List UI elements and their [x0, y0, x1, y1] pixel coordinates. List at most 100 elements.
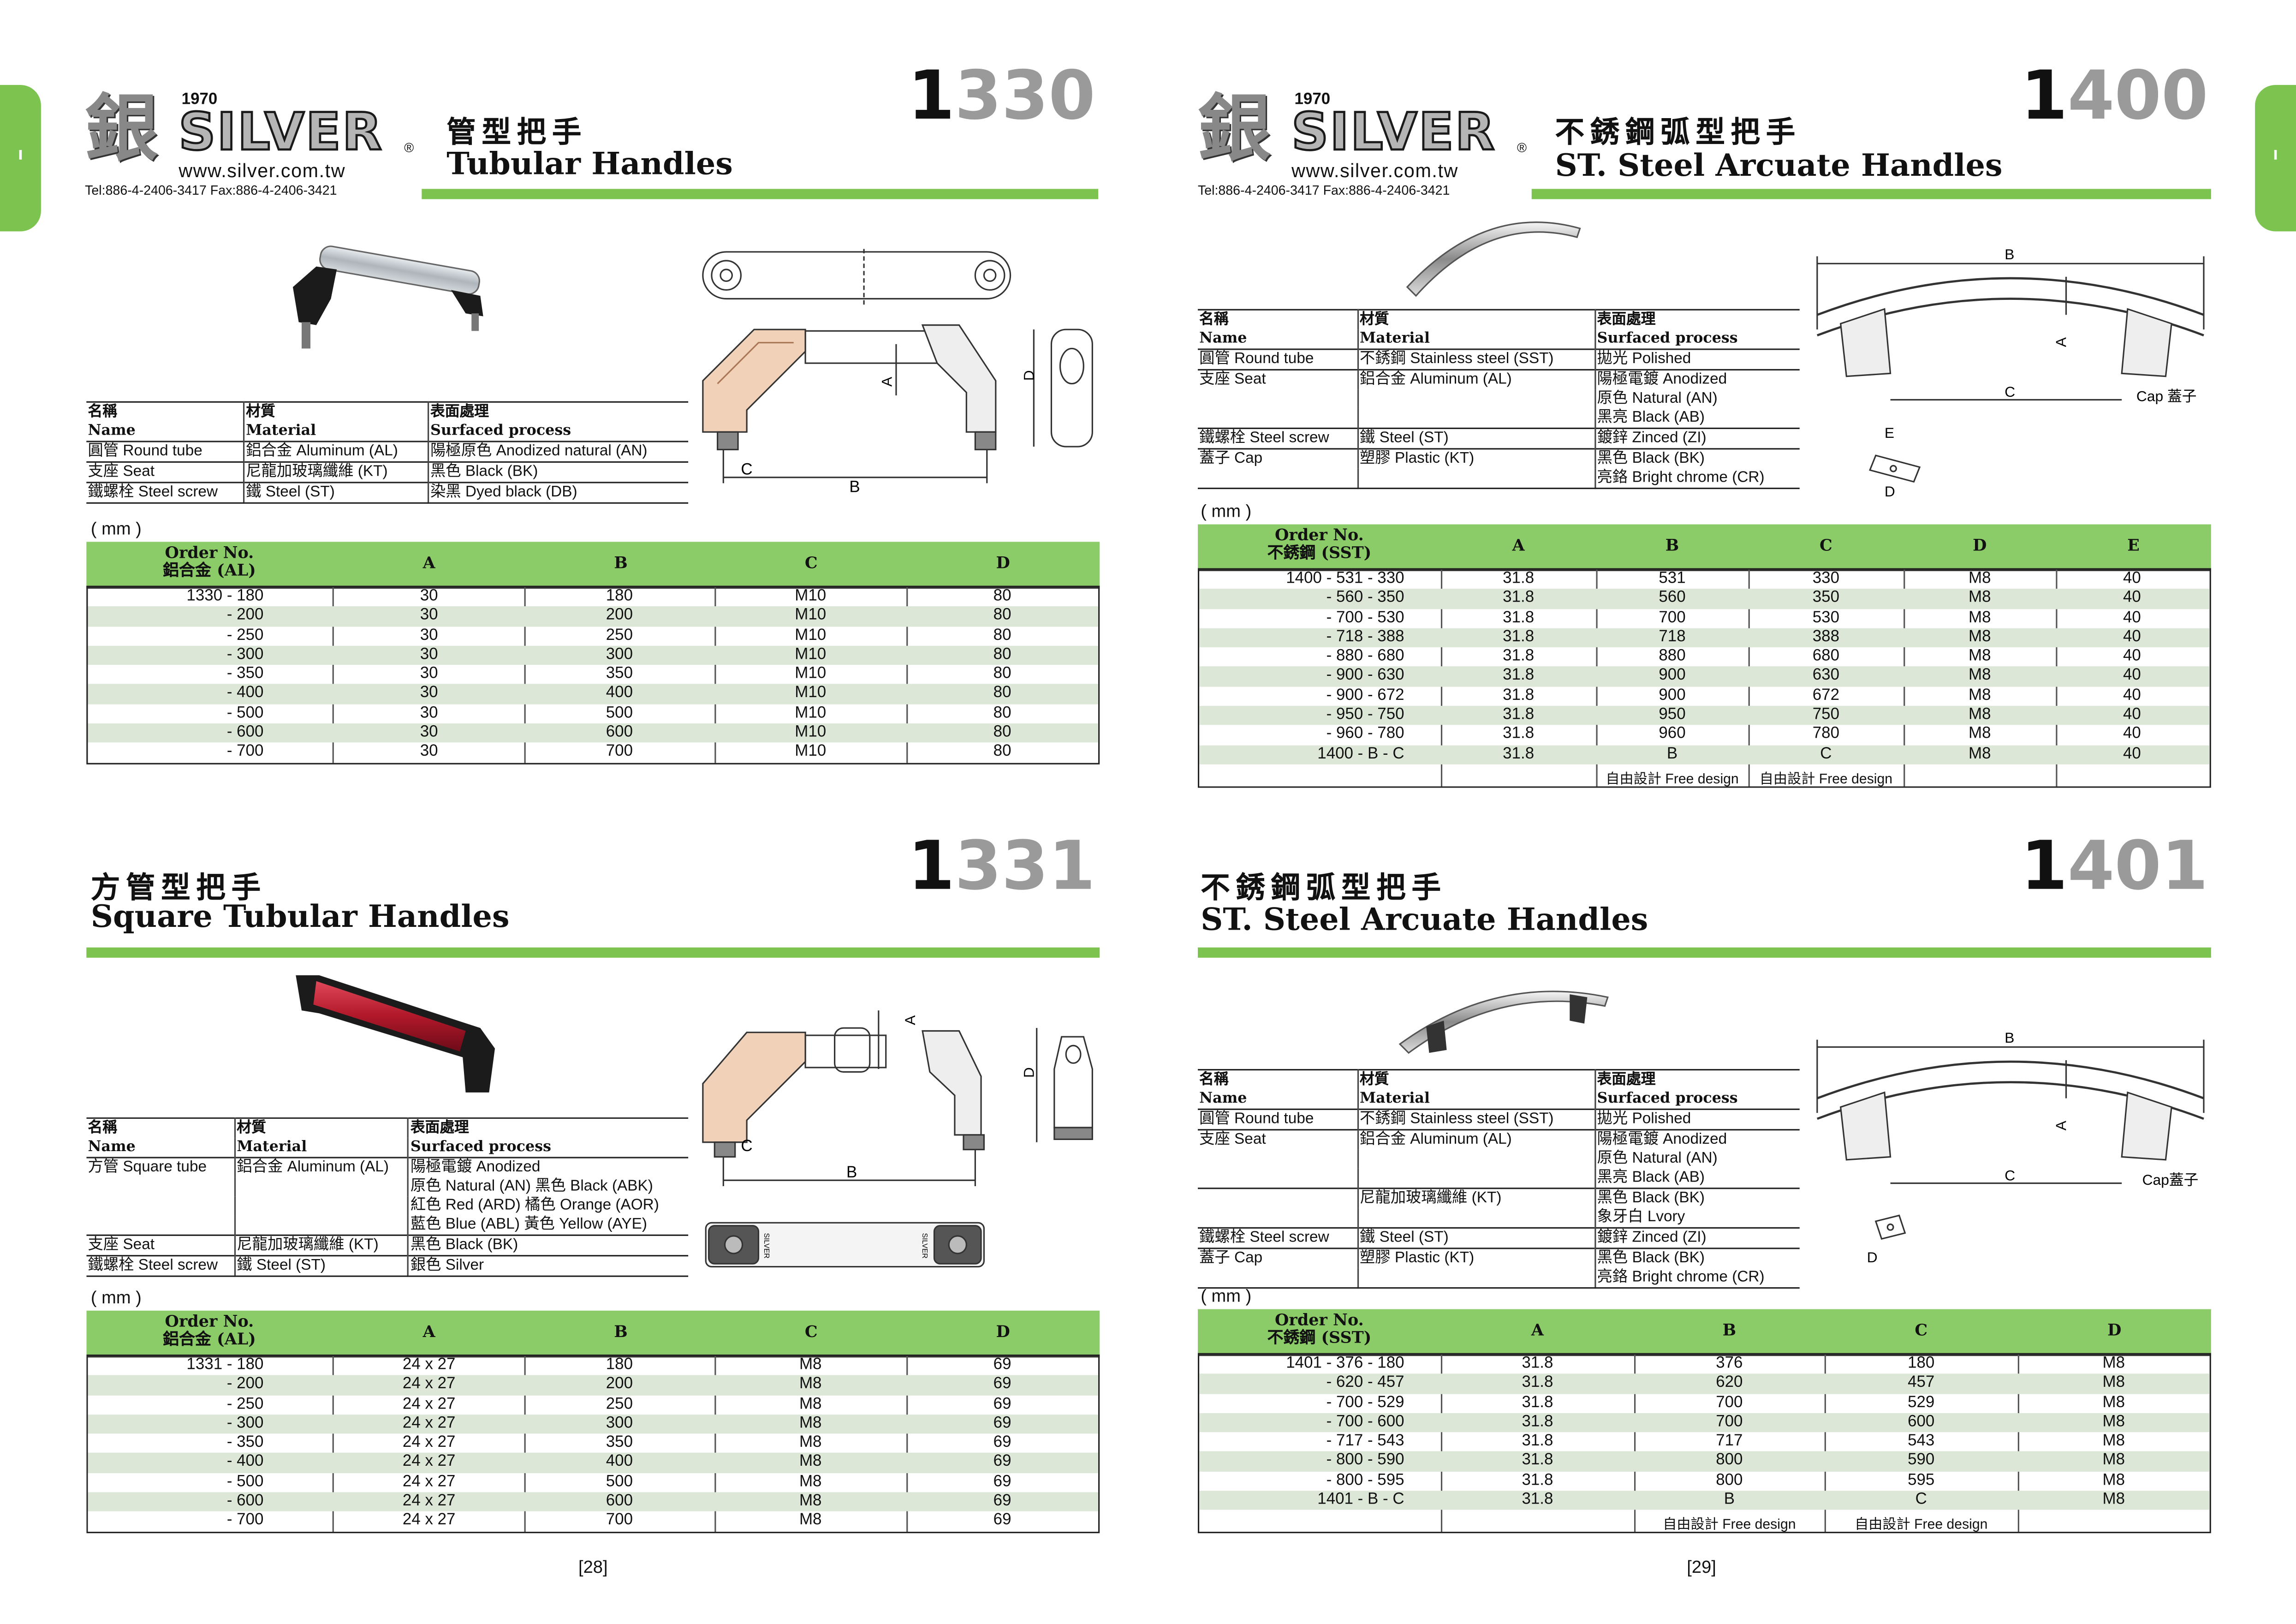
value-cell: 30	[420, 723, 438, 741]
brand-name: SILVER	[178, 104, 383, 163]
value-cell: M8	[1968, 725, 1991, 743]
side-tab-left[interactable]: I	[0, 85, 41, 232]
free-design-note-b: 自由設計 Free design	[1606, 771, 1739, 788]
cap-label: Cap 蓋子	[2136, 388, 2197, 405]
value-cell: 31.8	[1522, 1374, 1553, 1392]
value-cell: 40	[2123, 706, 2141, 724]
value-cell: 31.8	[1522, 1471, 1553, 1489]
value-cell: 80	[993, 606, 1011, 625]
value-cell: 600	[606, 1492, 633, 1510]
order-number-cell: - 500	[226, 704, 264, 722]
value-cell: C	[1820, 745, 1832, 763]
unit-label: ( mm )	[90, 518, 142, 539]
value-cell: 620	[1716, 1374, 1743, 1392]
title-en-1401: ST. Steel Arcuate Handles	[1201, 901, 1648, 937]
value-cell: M10	[795, 587, 827, 605]
order-number-cell: - 300	[226, 645, 264, 663]
order-number-cell: 1331 - 180	[186, 1356, 264, 1374]
value-cell: M10	[795, 645, 827, 663]
dim-label-c: C	[741, 460, 752, 478]
drawing-1331: A B C D SILVER SILVER	[702, 1010, 1093, 1268]
value-cell: 600	[1908, 1413, 1935, 1431]
value-cell: M10	[795, 665, 827, 683]
dim-label-c: C	[741, 1137, 752, 1155]
order-number-cell: - 717 - 543	[1326, 1432, 1404, 1450]
value-cell: M8	[1968, 686, 1991, 705]
value-cell: 31.8	[1522, 1491, 1553, 1509]
unit-label: ( mm )	[1201, 1285, 1252, 1307]
value-cell: M8	[2102, 1432, 2125, 1450]
value-cell: 31.8	[1503, 667, 1535, 685]
value-cell: 950	[1659, 706, 1686, 724]
value-cell: M8	[1968, 569, 1991, 587]
value-cell: 24 x 27	[402, 1414, 456, 1432]
value-cell: 350	[1812, 589, 1840, 607]
section-number-1330: 1330	[908, 55, 1095, 135]
value-cell: M8	[2102, 1374, 2125, 1392]
value-cell: 672	[1812, 686, 1840, 705]
value-cell: 31.8	[1503, 628, 1535, 646]
order-number-cell: - 600	[226, 723, 264, 741]
order-number-cell: - 200	[226, 606, 264, 625]
value-cell: 31.8	[1503, 706, 1535, 724]
value-cell: M8	[1968, 706, 1991, 724]
value-cell: 543	[1908, 1432, 1935, 1450]
value-cell: 560	[1659, 589, 1686, 607]
dim-label-c: C	[2005, 1167, 2015, 1183]
value-cell: 30	[420, 743, 438, 761]
handle-photo-1401	[1398, 991, 1609, 1054]
value-cell: 80	[993, 645, 1011, 663]
value-cell: 718	[1659, 628, 1686, 646]
order-number-cell: - 600	[226, 1492, 264, 1510]
side-tab-right[interactable]: I	[2255, 85, 2296, 232]
order-number-cell: - 350	[226, 1433, 264, 1452]
value-cell: 31.8	[1522, 1354, 1553, 1373]
dim-label-a: A	[902, 1015, 918, 1025]
value-cell: B	[1666, 745, 1678, 763]
title-zh-1400: 不銹鋼弧型把手	[1555, 114, 1801, 149]
value-cell: M8	[799, 1511, 822, 1529]
value-cell: 250	[606, 626, 633, 644]
value-cell: 24 x 27	[402, 1356, 456, 1374]
value-cell: M10	[795, 626, 827, 644]
free-design-note-c: 自由設計 Free design	[1759, 771, 1893, 788]
value-cell: 40	[2123, 725, 2141, 743]
value-cell: 180	[1908, 1354, 1935, 1373]
order-number-cell: - 700 - 530	[1326, 609, 1404, 627]
value-cell: M8	[1968, 647, 1991, 665]
value-cell: M8	[2102, 1393, 2125, 1411]
value-cell: 24 x 27	[402, 1473, 456, 1491]
brand-logo-left: 銀 1970 SILVER ® www.silver.com.tw Tel:88…	[85, 85, 425, 202]
value-cell: 30	[420, 587, 438, 605]
part-marking: SILVER	[762, 1233, 770, 1259]
value-cell: 180	[606, 1356, 633, 1374]
page-number-right: [29]	[1687, 1556, 1716, 1577]
handle-photo-1400	[1406, 221, 1581, 297]
value-cell: 31.8	[1522, 1432, 1553, 1450]
value-cell: 530	[1812, 609, 1840, 627]
value-cell: M10	[795, 723, 827, 741]
value-cell: 80	[993, 723, 1011, 741]
dim-label-d: D	[1867, 1249, 1878, 1266]
value-cell: 30	[420, 645, 438, 663]
value-cell: 900	[1659, 686, 1686, 705]
value-cell: 680	[1812, 647, 1840, 665]
order-number-cell: - 300	[226, 1414, 264, 1432]
order-number-cell: 1401 - 376 - 180	[1286, 1354, 1404, 1373]
value-cell: 31.8	[1503, 589, 1535, 607]
value-cell: 40	[2123, 609, 2141, 627]
